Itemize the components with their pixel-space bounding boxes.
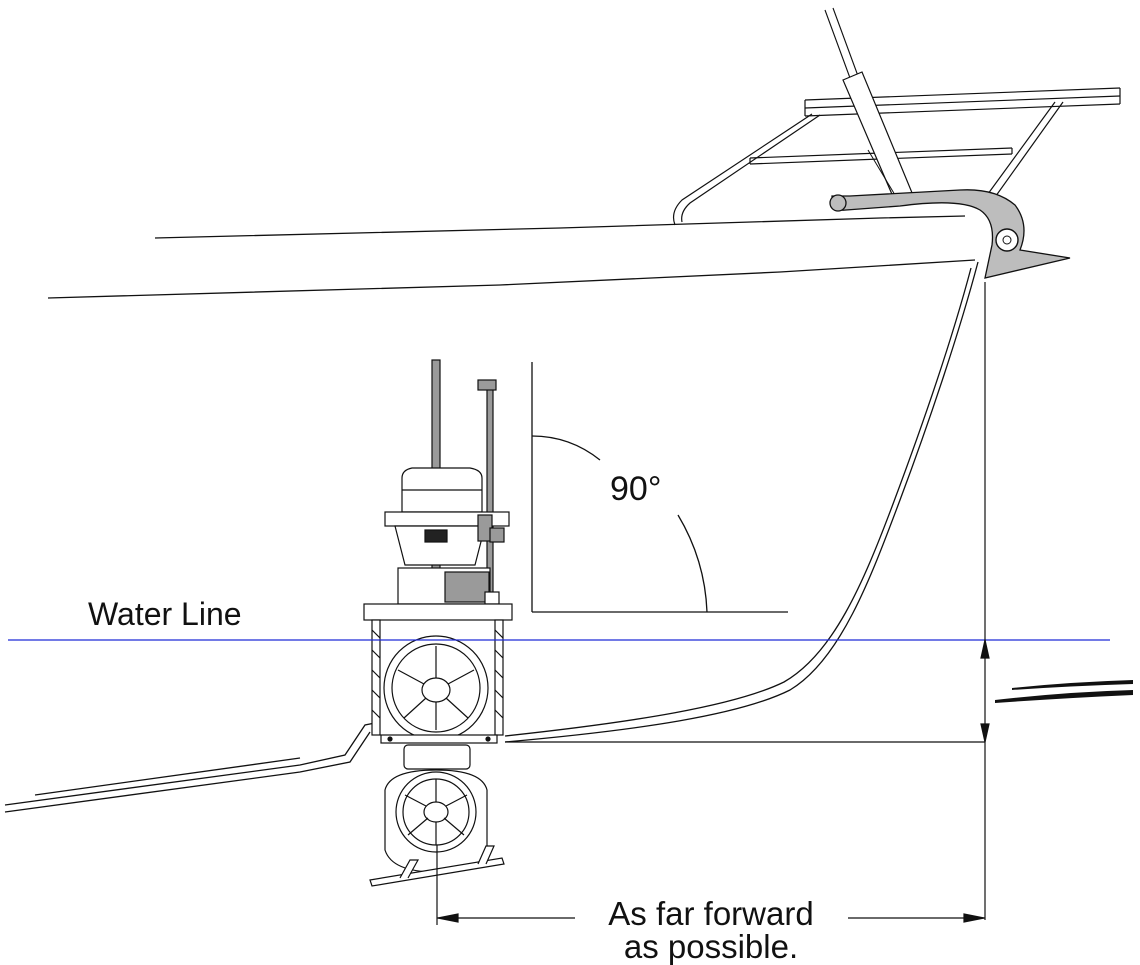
motor-neck [394, 525, 486, 566]
forward-label-line2: as possible. [624, 928, 798, 965]
forward-arrow-left [437, 913, 459, 923]
keel-line-1 [4, 721, 381, 806]
keel-line-2 [4, 731, 371, 813]
speed-streaks [995, 680, 1133, 703]
retractable-thruster-retracted [363, 359, 513, 744]
depth-arrow-up [980, 639, 990, 659]
hull-sheer-upper [154, 215, 966, 239]
hull [4, 215, 979, 813]
right-angle-reference [531, 362, 788, 613]
bow-stem-inner [504, 267, 972, 737]
angle-arc-lower [677, 514, 708, 613]
hull-flange [363, 603, 513, 621]
angle-arc-upper [531, 435, 601, 461]
bow-stem-outer [504, 261, 979, 743]
anchor-rode [824, 7, 859, 79]
forward-label-line1: As far forward [608, 895, 813, 932]
depth-arrow-down [980, 723, 990, 743]
tunnel-base [380, 734, 498, 744]
dimension-lines [436, 282, 990, 925]
anchor-swivel [842, 71, 916, 207]
retractable-thruster-deployed [369, 744, 505, 887]
keel-line-3 [34, 757, 301, 796]
water-line-label: Water Line [88, 596, 242, 632]
anchor-assembly [824, 7, 1071, 279]
angle-label: 90° [610, 470, 661, 508]
guide-rod [486, 387, 494, 594]
hull-sheer-lower [47, 259, 976, 299]
forward-arrow-right [963, 913, 985, 923]
deployed-neck [403, 744, 471, 770]
anchor-roller [995, 228, 1019, 252]
anchor-fitting [831, 189, 1071, 279]
